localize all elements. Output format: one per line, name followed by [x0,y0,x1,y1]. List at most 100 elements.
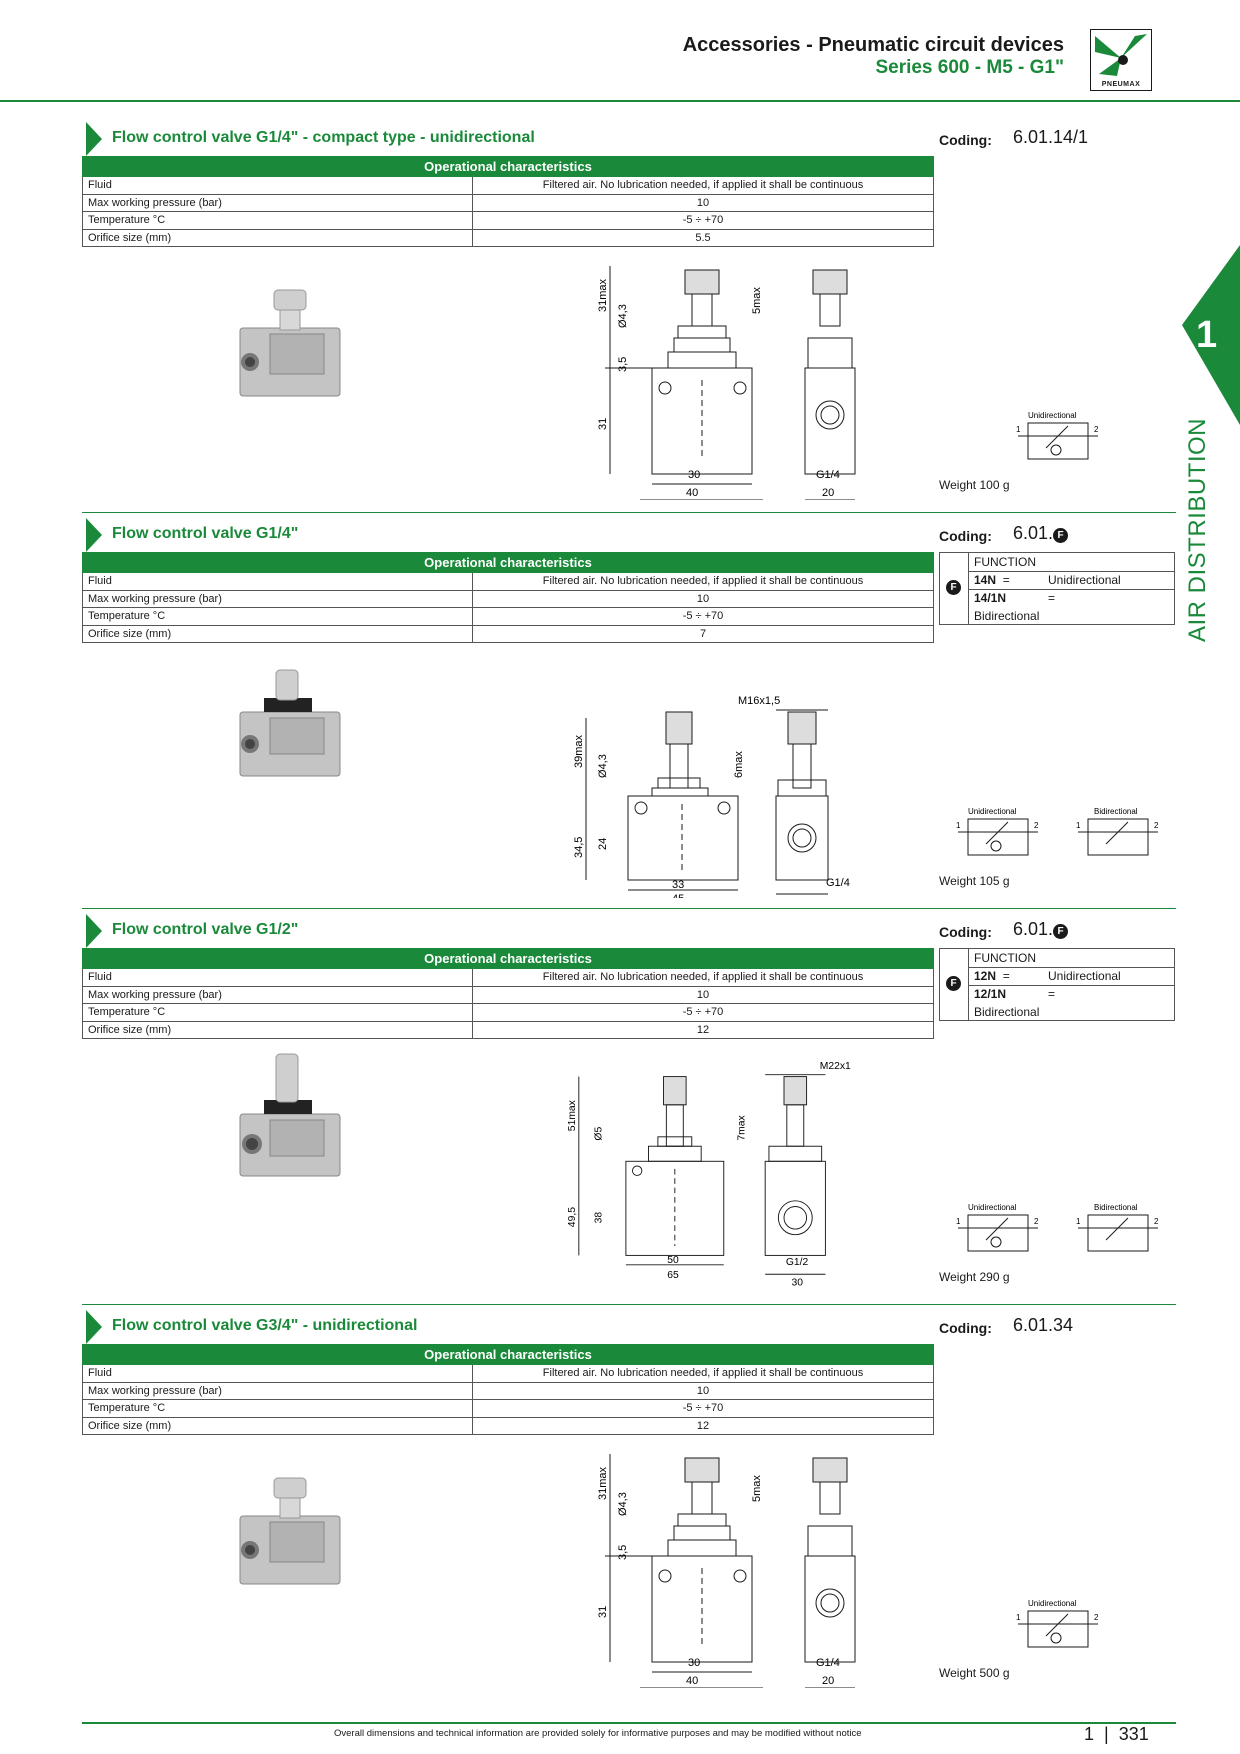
unidirectional-symbol: Unidirectional 1 2 [956,1203,1039,1252]
function-row: 12N =Unidirectional [974,969,1121,983]
pneumax-logo-icon [1095,34,1147,76]
svg-text:G1/2: G1/2 [786,1257,809,1268]
svg-text:31: 31 [597,1606,609,1618]
function-box [939,948,1175,1021]
page-title: Accessories - Pneumatic circuit devices [682,34,1064,56]
section-title: Flow control valve G1/4" - compact type … [112,129,535,146]
svg-text:30: 30 [688,469,700,481]
svg-text:Unidirectional: Unidirectional [1028,1599,1077,1608]
header-divider [0,100,1240,102]
svg-text:2: 2 [1034,1217,1039,1226]
table-row: Max working pressure (bar)10 [82,193,934,212]
function-row: 12/1N= [974,987,1056,1001]
technical-drawing: 30 40 G1/4 20 31max 31 Ø4,3 3,5 5max [597,266,856,500]
technical-drawing: 30 40 G1/4 20 31max 31 Ø4,3 3,5 5max [597,1454,856,1688]
table-row: Orifice size (mm)12 [82,1416,934,1435]
table-row: Max working pressure (bar)10 [82,589,934,608]
section-divider [82,1304,1176,1305]
svg-text:31: 31 [597,418,609,430]
function-title: FUNCTION [974,555,1036,569]
section-title: Flow control valve G1/2" [112,921,299,938]
svg-text:M22x1: M22x1 [820,1061,851,1072]
product-photo [239,1477,341,1585]
function-badge-icon: F [1053,528,1069,543]
table-row: Temperature °C-5 ÷ +70 [82,211,934,230]
weight-label: Weight 500 g [939,1666,1010,1680]
svg-text:39max: 39max [573,734,585,768]
svg-text:3,5: 3,5 [617,1545,629,1560]
function-title: FUNCTION [974,951,1036,965]
bidirectional-symbol: Bidirectional 1 2 [1076,1203,1159,1252]
table-row: Temperature °C-5 ÷ +70 [82,1399,934,1418]
svg-text:51max: 51max [567,1099,578,1131]
svg-text:5max: 5max [751,287,763,314]
bidirectional-symbol: Bidirectional 1 2 [1076,807,1159,856]
section-title: Flow control valve G1/4" [112,525,299,542]
coding-label: Coding: [939,924,992,940]
coding-value: 6.01.F [1013,523,1069,544]
table-header: Operational characteristics [82,552,934,573]
section-title: Flow control valve G3/4" - unidirectiona… [112,1317,418,1334]
svg-text:M16x1,5: M16x1,5 [738,695,780,707]
svg-text:31max: 31max [597,278,609,312]
weight-label: Weight 105 g [939,874,1010,888]
svg-text:3,5: 3,5 [617,357,629,372]
svg-text:34,5: 34,5 [573,837,585,858]
svg-text:49,5: 49,5 [567,1207,578,1227]
svg-text:1: 1 [956,1217,961,1226]
function-badge-icon: F [946,580,961,595]
table-header: Operational characteristics [82,156,934,177]
svg-text:1: 1 [1076,1217,1081,1226]
table-header: Operational characteristics [82,948,934,969]
svg-text:2: 2 [1154,821,1159,830]
svg-text:2: 2 [1034,821,1039,830]
table-row: Max working pressure (bar)10 [82,1381,934,1400]
svg-text:38: 38 [593,1212,604,1224]
unidirectional-symbol: Unidirectional 1 2 [1016,1599,1099,1648]
svg-text:20: 20 [822,487,834,499]
svg-text:65: 65 [667,1270,679,1281]
svg-text:50: 50 [667,1255,679,1266]
svg-text:G1/4: G1/4 [826,877,850,889]
product-photo [239,1053,341,1177]
svg-text:Unidirectional: Unidirectional [968,807,1017,816]
product-section-4: Flow control valve G3/4" - unidirectiona… [0,1308,1240,1703]
footer-divider [82,1722,1176,1724]
svg-text:30: 30 [792,1278,804,1289]
svg-text:1: 1 [956,821,961,830]
function-badge-icon: F [946,976,961,991]
svg-text:45: 45 [672,893,684,898]
product-section-2: Flow control valve G1/4" Coding: 6.01.F … [0,516,1240,911]
footer-disclaimer: Overall dimensions and technical informa… [334,1728,862,1739]
svg-text:22: 22 [794,897,806,898]
coding-value: 6.01.14/1 [1013,127,1089,147]
svg-text:Ø5: Ø5 [593,1127,604,1141]
svg-text:G1/4: G1/4 [816,469,840,481]
function-box [939,552,1175,625]
svg-text:Bidirectional: Bidirectional [1094,807,1138,816]
svg-text:40: 40 [686,1675,698,1687]
svg-text:33: 33 [672,879,684,891]
table-row: Orifice size (mm)7 [82,624,934,643]
svg-text:6max: 6max [733,751,745,778]
function-badge-icon: F [1053,924,1069,939]
svg-text:40: 40 [686,487,698,499]
coding-value: 6.01.F [1013,919,1069,940]
function-row: 14N =Unidirectional [974,573,1121,587]
brand-logo: PNEUMAX [1090,29,1152,91]
svg-text:Unidirectional: Unidirectional [1028,411,1077,420]
product-photo [239,669,341,777]
table-row: Orifice size (mm)12 [82,1020,934,1039]
section-arrow-icon [86,1310,102,1344]
page-subtitle: Series 600 - M5 - G1" [875,57,1064,78]
weight-label: Weight 100 g [939,478,1010,492]
page-number: 1 | 331 [1084,1724,1149,1744]
svg-text:5max: 5max [751,1475,763,1502]
svg-text:7max: 7max [736,1114,747,1140]
svg-text:Bidirectional: Bidirectional [1094,1203,1138,1212]
